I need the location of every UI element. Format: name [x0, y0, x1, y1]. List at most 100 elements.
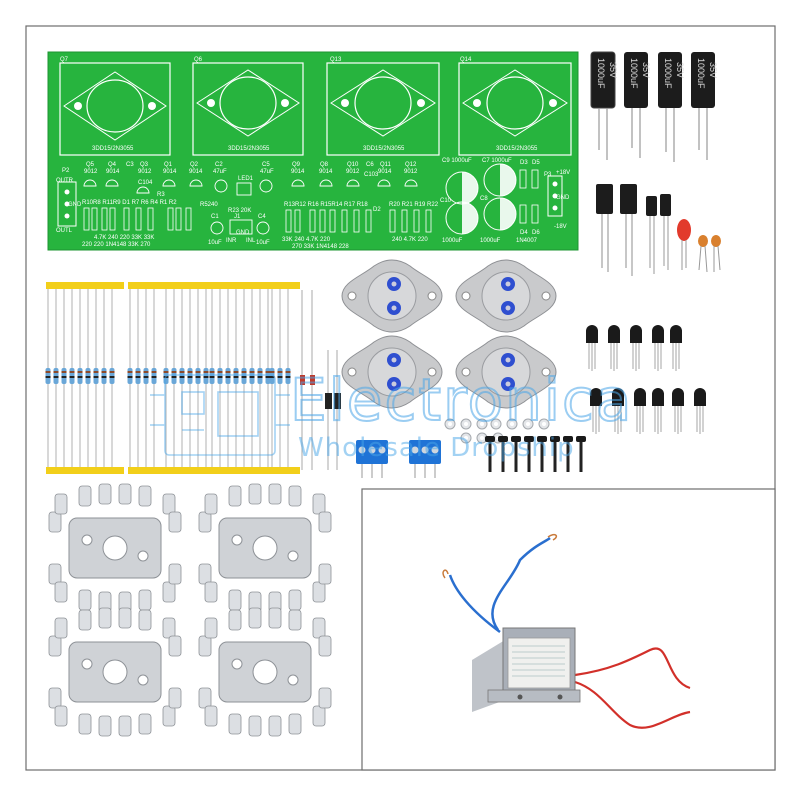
- heatsink-fin: [98, 607, 112, 629]
- resistor-band: [209, 371, 215, 373]
- capacitor-1000uf: 1000uF 35V: [590, 51, 618, 160]
- inl-label: INL: [246, 238, 256, 244]
- screw-head: [498, 436, 508, 442]
- to3-mount-hole: [541, 367, 551, 377]
- resistor-tape-bottom: [46, 467, 124, 474]
- screw-shank: [553, 442, 557, 472]
- heatsink-fin: [312, 617, 326, 639]
- to92-transistor: [670, 325, 682, 371]
- to3-mount-hole: [347, 291, 357, 301]
- to92-body: [670, 325, 682, 343]
- washer-hole: [494, 422, 498, 426]
- heatsink-hole: [287, 550, 299, 562]
- capacitor-2-capacity: 1000uF: [629, 58, 639, 89]
- capacitor-4-capacity: 1000uF: [696, 58, 706, 89]
- capacitor-1000uf: 1000uF 35V: [658, 52, 685, 162]
- led1-label: LED1: [238, 176, 254, 182]
- q2-label: Q2: [190, 162, 199, 168]
- heatsink-fin: [138, 485, 152, 507]
- resistor-band: [209, 376, 215, 378]
- q6-ref: Q6: [194, 57, 203, 63]
- resistor-band: [265, 371, 271, 373]
- heatsink-hole: [137, 674, 149, 686]
- pcb-board: Q7 3DD15/2N3055 Q6 3DD15/2N3055 Q13 3DD1…: [47, 51, 579, 251]
- resistor-band: [171, 371, 177, 373]
- right-resistor-refs: R13R12 R16 R15R14 R17 R18: [284, 202, 368, 208]
- left-resistor-values-a: 4.7K 240 220 33K 33K: [94, 235, 154, 241]
- capacitor-1000uf: 1000uF 35V: [691, 52, 718, 160]
- screw-head: [485, 436, 495, 442]
- heatsink-fin: [318, 511, 332, 533]
- to3-transistor: [341, 335, 443, 409]
- resistor-band: [163, 371, 169, 373]
- heatsink-fin: [318, 635, 332, 657]
- resistor-band: [109, 376, 115, 378]
- heatsink-hole: [231, 534, 243, 546]
- resistor-band: [151, 376, 157, 378]
- heatsink-fin: [54, 493, 68, 515]
- capacitor-2-voltage: 35V: [641, 62, 651, 78]
- right-resistor-refs-b: R20 R21 R19 R22: [389, 202, 439, 208]
- to3-mount-hole: [541, 291, 551, 301]
- transformer-wire-red: [574, 647, 691, 690]
- to3-transistor: [455, 335, 557, 409]
- q2-value: 9014: [189, 169, 203, 175]
- to92-transistor: [652, 388, 664, 434]
- heatsink-fin: [248, 483, 262, 505]
- d5-label: D5: [532, 160, 540, 166]
- heatsink-fin: [268, 715, 282, 737]
- c8-label: C8: [480, 196, 488, 202]
- heatsink-fin: [48, 635, 62, 657]
- capacitor-3-voltage: 35V: [675, 62, 685, 78]
- resistor-band: [101, 376, 107, 378]
- to92-transistor: [590, 388, 602, 434]
- resistor-band: [127, 371, 133, 373]
- watermark-brand: Electronica: [290, 366, 633, 434]
- resistor-band: [225, 371, 231, 373]
- small-transistor-labels: Q5 9012 Q4 9014 C3 Q3 9012 Q1 9014 Q2 90…: [84, 162, 418, 198]
- heatsink-hole: [137, 550, 149, 562]
- gnd-power-label: GND: [556, 195, 570, 201]
- right-resistor-values-c: 240 4.7K 220: [392, 237, 428, 243]
- resistor-band: [135, 376, 141, 378]
- transformer-wire-blue: [448, 574, 501, 634]
- to3-dome: [481, 347, 531, 397]
- heatsink-hole: [81, 534, 93, 546]
- to3-mount-hole: [427, 367, 437, 377]
- to3-pin: [505, 357, 511, 363]
- q13-ref: Q13: [330, 57, 342, 63]
- capacitor-1-capacity: 1000uF: [596, 58, 606, 89]
- heatsink-fin: [162, 617, 176, 639]
- resistor-band: [69, 371, 75, 373]
- resistor-tape-bottom: [128, 467, 166, 474]
- resistor-band: [241, 371, 247, 373]
- resistor-band: [277, 371, 283, 373]
- diode-value: 1N4007: [516, 238, 538, 244]
- q1-label: Q1: [164, 162, 173, 168]
- input-section: C1 10uF J1 INR GND INL C4 10uF: [208, 214, 270, 246]
- c2-value: 47uF: [213, 169, 227, 175]
- to3-dome: [367, 347, 417, 397]
- heatsink-fin: [288, 485, 302, 507]
- resistor-band: [257, 371, 263, 373]
- q13-part: 3DD15/2N3055: [363, 146, 405, 152]
- resistor-band: [109, 371, 115, 373]
- heatsink-fin: [118, 607, 132, 629]
- heatsink-fin: [78, 713, 92, 735]
- heatsink-hole: [102, 535, 128, 561]
- c4-value: 10uF: [256, 240, 270, 246]
- c10-value: 1000uF: [442, 238, 463, 244]
- resistor-tape-bottom: [210, 467, 280, 474]
- c1-label: C1: [211, 214, 219, 220]
- washer-hole: [464, 436, 468, 440]
- to3-mount-hole: [461, 291, 471, 301]
- to3-transistor: [455, 259, 557, 333]
- heatsink-fin: [204, 705, 218, 727]
- resistor-band: [93, 376, 99, 378]
- j1-label: J1: [234, 214, 241, 220]
- resistor-tape-top: [46, 282, 124, 289]
- r3-label: R3: [157, 192, 165, 198]
- resistor-band: [277, 376, 283, 378]
- heatsink-fin: [54, 581, 68, 603]
